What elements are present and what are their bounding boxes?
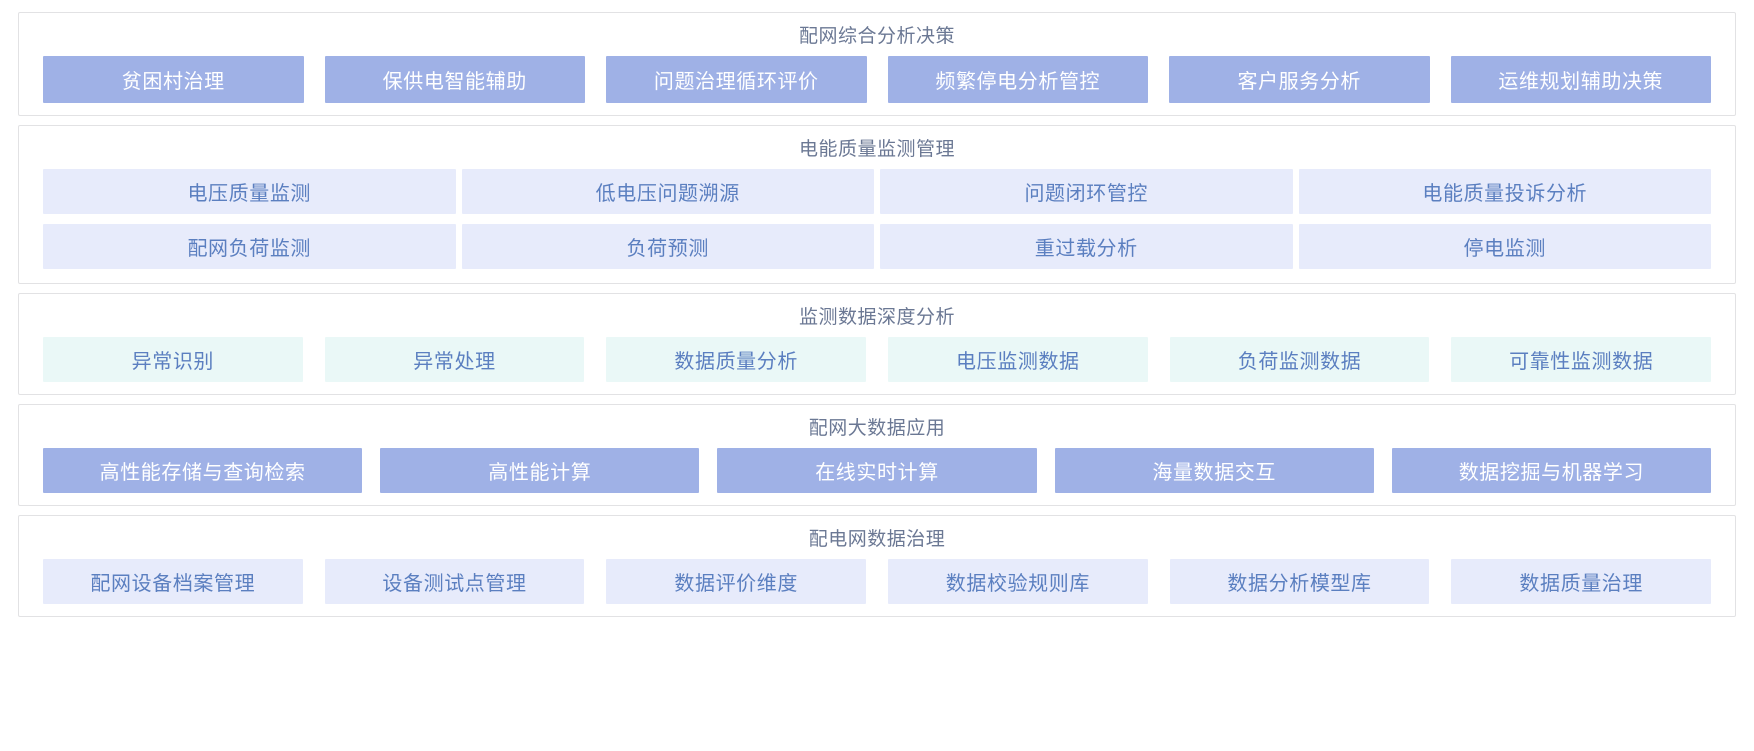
tile-button[interactable]: 数据分析模型库 [1169,559,1430,604]
tile-button[interactable]: 数据挖掘与机器学习 [1391,448,1712,493]
tile-row: 贫困村治理保供电智能辅助问题治理循环评价频繁停电分析管控客户服务分析运维规划辅助… [43,56,1711,103]
tile-button[interactable]: 配网负荷监测 [43,224,456,269]
tile-button[interactable]: 停电监测 [1298,224,1711,269]
tile-button[interactable]: 电能质量投诉分析 [1298,169,1711,214]
section-panel-monitoring-data-deep-analysis: 监测数据深度分析异常识别异常处理数据质量分析电压监测数据负荷监测数据可靠性监测数… [18,293,1736,395]
tile-button[interactable]: 电压质量监测 [43,169,456,214]
tile-button[interactable]: 频繁停电分析管控 [887,56,1148,103]
tile-button[interactable]: 数据质量分析 [606,337,867,382]
tile-button[interactable]: 低电压问题溯源 [461,169,874,214]
section-title-monitoring-data-deep-analysis: 监测数据深度分析 [798,307,955,328]
tile-row: 高性能存储与查询检索高性能计算在线实时计算海量数据交互数据挖掘与机器学习 [43,448,1712,493]
tile-button[interactable]: 贫困村治理 [43,56,304,103]
tile-button[interactable]: 重过载分析 [880,224,1293,269]
tile-button[interactable]: 海量数据交互 [1054,448,1374,493]
tile-row: 异常识别异常处理数据质量分析电压监测数据负荷监测数据可靠性监测数据 [43,337,1712,382]
tile-button[interactable]: 运维规划辅助决策 [1450,56,1711,103]
section-panel-distribution-network-big-data-application: 配网大数据应用高性能存储与查询检索高性能计算在线实时计算海量数据交互数据挖掘与机… [18,404,1736,506]
tile-button[interactable]: 问题治理循环评价 [606,56,867,103]
section-title-comprehensive-analysis-decision: 配网综合分析决策 [798,26,955,47]
tile-button[interactable]: 保供电智能辅助 [324,56,585,103]
tile-row: 配网负荷监测负荷预测重过载分析停电监测 [43,224,1711,269]
section-panel-power-quality-monitoring-management: 电能质量监测管理电压质量监测低电压问题溯源问题闭环管控电能质量投诉分析配网负荷监… [18,125,1736,284]
tile-button[interactable]: 高性能存储与查询检索 [43,448,363,493]
tile-button[interactable]: 异常识别 [43,337,303,382]
section-title-power-quality-monitoring-management: 电能质量监测管理 [798,139,955,160]
tile-button[interactable]: 电压监测数据 [888,337,1148,382]
tile-button[interactable]: 数据校验规则库 [888,559,1148,604]
tile-button[interactable]: 高性能计算 [380,448,700,493]
tile-button[interactable]: 问题闭环管控 [880,169,1293,214]
tile-button[interactable]: 负荷预测 [461,224,874,269]
section-title-distribution-network-big-data-application: 配网大数据应用 [808,418,946,439]
tile-button[interactable]: 负荷监测数据 [1169,337,1430,382]
tile-button[interactable]: 配网设备档案管理 [43,559,303,604]
tile-button[interactable]: 数据评价维度 [606,559,867,604]
section-panel-comprehensive-analysis-decision: 配网综合分析决策贫困村治理保供电智能辅助问题治理循环评价频繁停电分析管控客户服务… [18,12,1736,116]
tile-button[interactable]: 客户服务分析 [1169,56,1430,103]
tile-button[interactable]: 可靠性监测数据 [1451,337,1712,382]
section-panel-distribution-network-data-governance: 配电网数据治理配网设备档案管理设备测试点管理数据评价维度数据校验规则库数据分析模… [18,515,1736,617]
tile-button[interactable]: 数据质量治理 [1451,559,1712,604]
tile-row: 配网设备档案管理设备测试点管理数据评价维度数据校验规则库数据分析模型库数据质量治… [43,559,1712,604]
tile-button[interactable]: 在线实时计算 [717,448,1037,493]
tile-row: 电压质量监测低电压问题溯源问题闭环管控电能质量投诉分析 [43,169,1711,214]
section-title-distribution-network-data-governance: 配电网数据治理 [808,529,946,550]
tile-button[interactable]: 异常处理 [324,337,585,382]
tile-button[interactable]: 设备测试点管理 [324,559,585,604]
